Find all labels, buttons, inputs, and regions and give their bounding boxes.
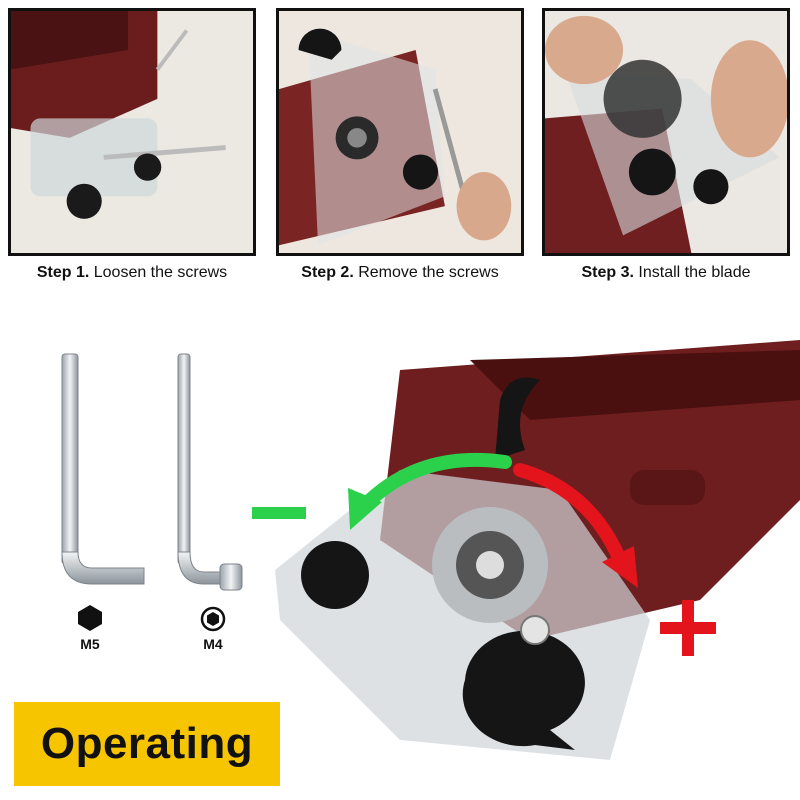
m5-hex-key-icon bbox=[61, 353, 145, 585]
step1-photo bbox=[8, 8, 256, 256]
step3-text: Install the blade bbox=[633, 264, 751, 281]
step1-caption: Step 1. Loosen the screws bbox=[2, 264, 262, 282]
operating-banner: Operating bbox=[14, 702, 280, 786]
step2-illustration bbox=[279, 11, 521, 253]
minus-sign bbox=[252, 507, 306, 519]
step3-caption: Step 3. Install the blade bbox=[536, 264, 796, 282]
banner-title: Operating bbox=[40, 719, 254, 768]
step3-illustration bbox=[545, 11, 787, 253]
step2-text: Remove the screws bbox=[353, 264, 499, 281]
step3-number: Step 3. bbox=[581, 264, 634, 281]
hexagon-icon bbox=[78, 605, 102, 631]
m4-label: M4 bbox=[203, 636, 223, 652]
step1-illustration bbox=[11, 11, 253, 253]
step2-photo bbox=[276, 8, 524, 256]
step2-caption: Step 2. Remove the screws bbox=[270, 264, 530, 282]
step2-number: Step 2. bbox=[301, 264, 354, 281]
socket-icon bbox=[200, 606, 226, 632]
m5-label: M5 bbox=[80, 636, 100, 652]
step1-number: Step 1. bbox=[36, 264, 90, 281]
step3-photo bbox=[542, 8, 790, 256]
blade-guard-photo bbox=[275, 340, 800, 760]
m4-socket-key-icon bbox=[177, 353, 243, 591]
plus-sign bbox=[660, 600, 716, 656]
step1-text: Loosen the screws bbox=[89, 264, 228, 281]
